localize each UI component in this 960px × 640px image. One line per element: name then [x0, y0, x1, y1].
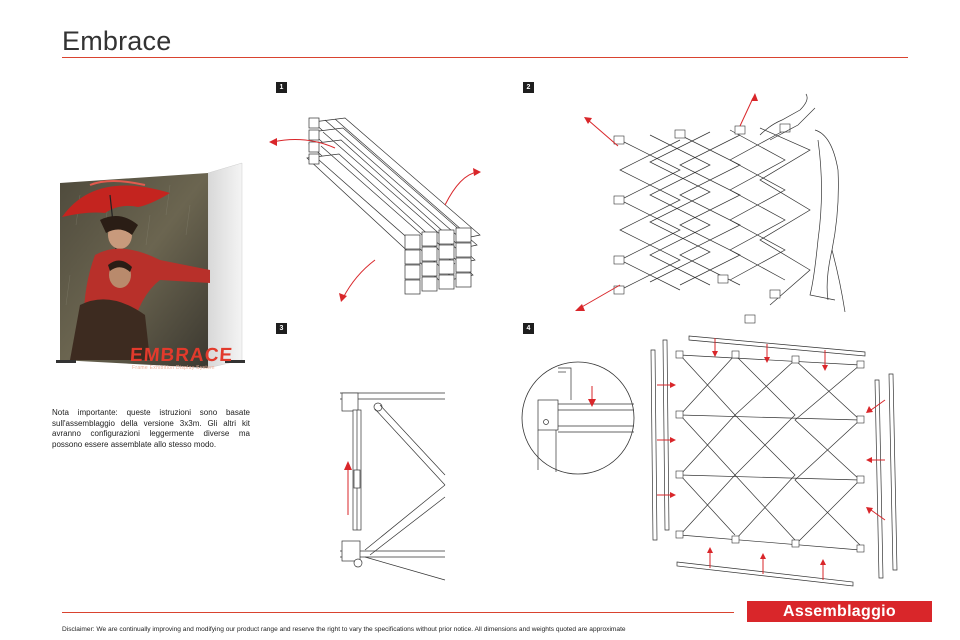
product-display-image — [56, 162, 245, 369]
step-3-badge: 3 — [276, 323, 287, 334]
assembly-note: Nota importante: queste istruzioni sono … — [52, 408, 250, 449]
footer-divider — [62, 612, 734, 613]
banner-brand-text: EMBRACE — [129, 345, 234, 366]
step-4-detail-circle-illustration — [521, 361, 635, 475]
section-label-tab: Assemblaggio — [747, 601, 932, 622]
step-4-full-frame-illustration — [650, 335, 898, 587]
banner-subtext: Frame Exhibition Display System — [132, 365, 215, 371]
step-4-badge: 4 — [523, 323, 534, 334]
title-divider — [62, 57, 908, 58]
step-2-badge: 2 — [523, 82, 534, 93]
step-1-badge: 1 — [276, 82, 287, 93]
step-1-folded-frame-illustration — [269, 117, 481, 302]
step-3-pole-connection-illustration — [340, 392, 446, 581]
page-title: Embrace — [62, 26, 172, 56]
step-2-expanding-frame-illustration — [575, 93, 846, 324]
disclaimer-text: Disclaimer: We are continually improving… — [62, 626, 626, 633]
